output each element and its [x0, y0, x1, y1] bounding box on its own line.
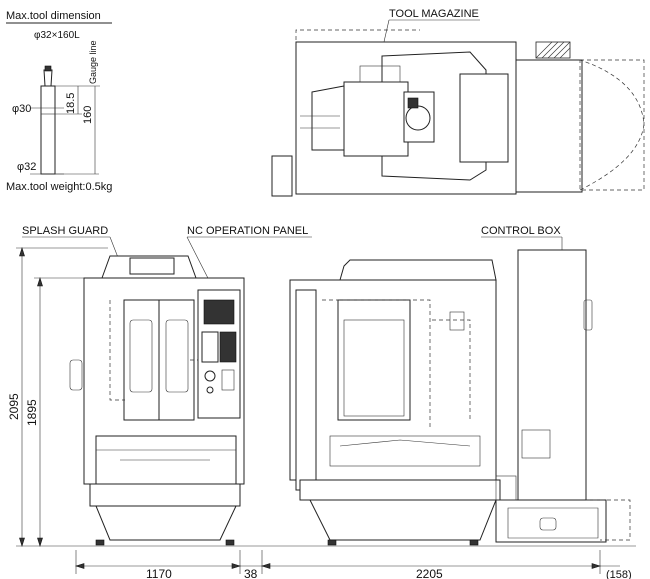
dia-phi32: φ32	[17, 161, 36, 173]
callout-nc-panel: NC OPERATION PANEL	[187, 225, 308, 237]
top-view: TOOL MAGAZINE	[271, 8, 645, 197]
tool-spec-size: φ32×160L	[34, 30, 80, 41]
hatch	[535, 41, 571, 59]
callout-tool-magazine: TOOL MAGAZINE	[389, 8, 479, 20]
tool-spec-panel: Max.tool dimension φ32×160L Gauge line 1…	[6, 10, 112, 193]
dim-2205: 2205	[416, 567, 443, 579]
dia-phi30: φ30	[12, 103, 31, 115]
dim-160: 160	[82, 106, 94, 124]
dim-1895: 1895	[25, 399, 39, 426]
dim-2095: 2095	[7, 393, 21, 420]
dim-158: (158)	[606, 569, 632, 579]
dim-38: 38	[244, 567, 258, 579]
bottom-dimensions: 1170 38 2205 (158)	[74, 550, 632, 579]
callout-control-box: CONTROL BOX	[481, 225, 561, 237]
front-view: SPLASH GUARD NC OPERATION PANEL	[7, 225, 636, 548]
dim-18-5: 18.5	[65, 93, 77, 114]
tool-shape	[30, 65, 64, 175]
dim-1170: 1170	[146, 567, 172, 579]
tool-spec-title: Max.tool dimension	[6, 10, 101, 22]
gauge-line-label: Gauge line	[88, 40, 98, 84]
callout-splash-guard: SPLASH GUARD	[22, 225, 108, 237]
tool-weight: Max.tool weight:0.5kg	[6, 181, 112, 193]
side-view: CONTROL BOX	[289, 225, 631, 546]
